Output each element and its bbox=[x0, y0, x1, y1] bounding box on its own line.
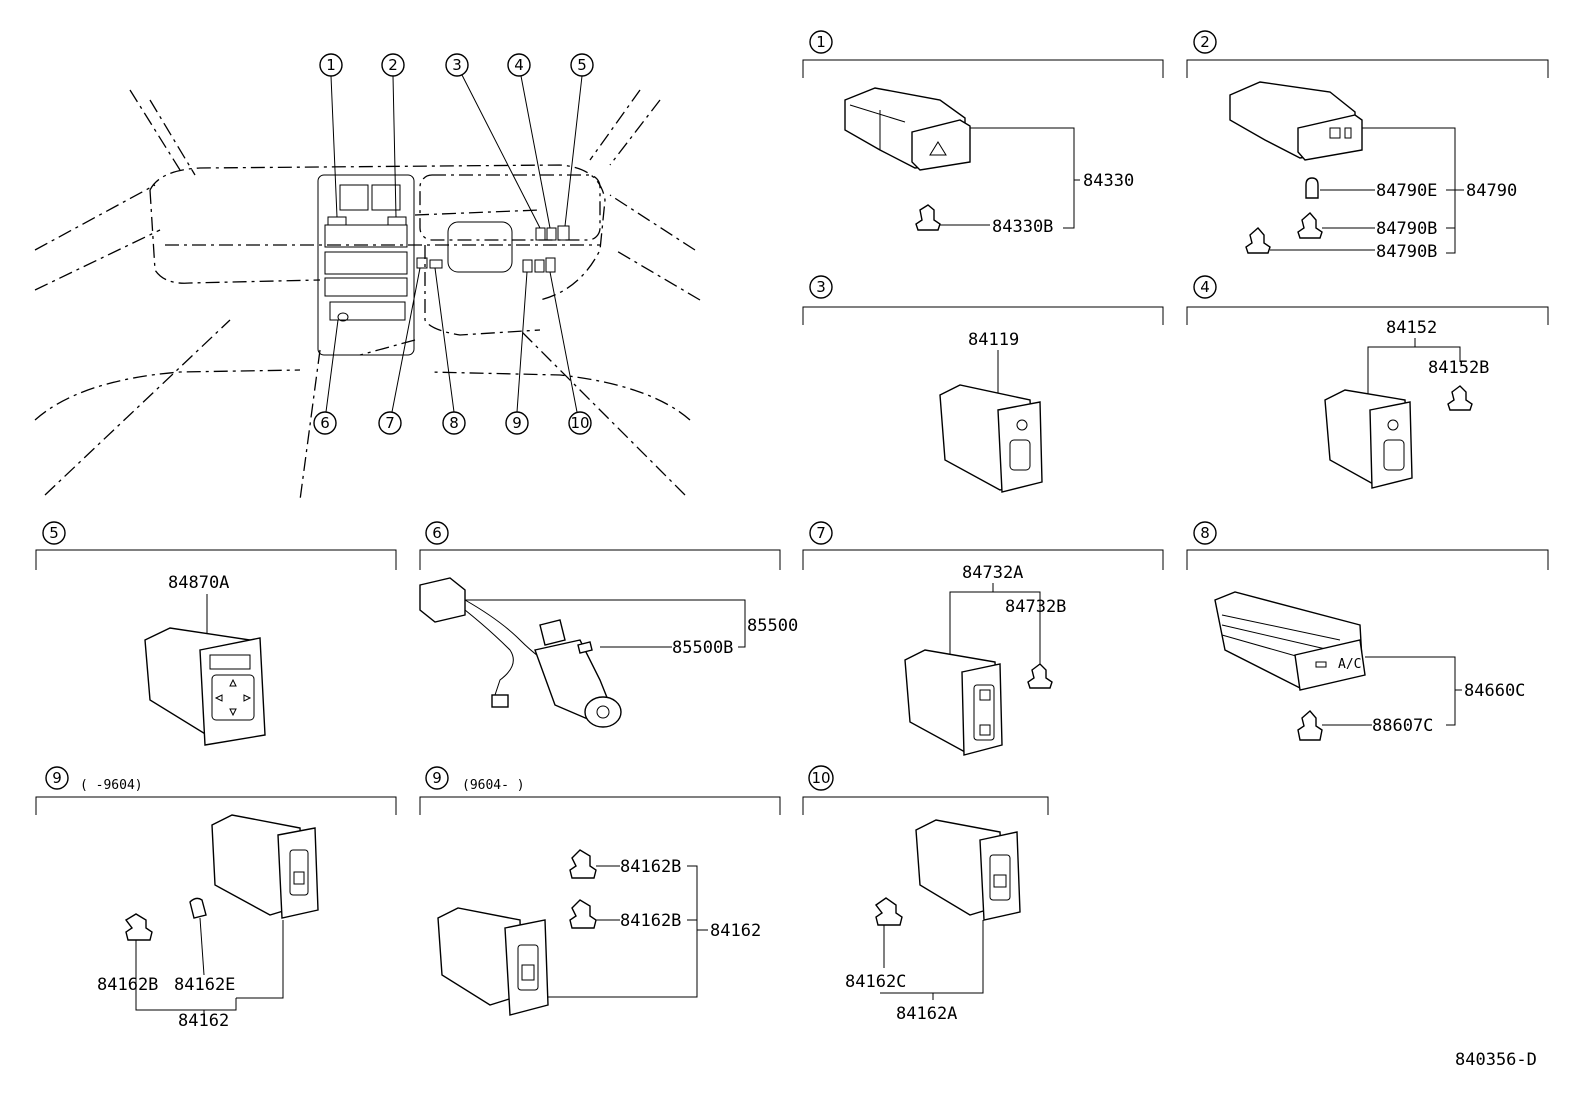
svg-text:1: 1 bbox=[816, 33, 826, 51]
range-label-early: ( -9604) bbox=[80, 778, 143, 793]
part-84732B: 84732B bbox=[1005, 597, 1066, 617]
callout-4: 4 bbox=[514, 56, 524, 74]
section-3: 3 84119 bbox=[802, 275, 1164, 493]
callout-5: 5 bbox=[577, 56, 587, 74]
part-84330: 84330 bbox=[1083, 171, 1134, 191]
section-5: 5 84870A bbox=[35, 521, 397, 746]
part-88607C: 88607C bbox=[1372, 716, 1433, 736]
section-8: 8 A/C 84660C 88607C bbox=[1186, 521, 1549, 741]
part-84330B: 84330B bbox=[992, 217, 1053, 237]
part-85500: 85500 bbox=[747, 616, 798, 636]
part-84162B-1: 84162B bbox=[620, 857, 681, 877]
svg-text:9: 9 bbox=[432, 769, 442, 787]
part-84162A: 84162A bbox=[896, 1004, 957, 1024]
callout-1: 1 bbox=[326, 56, 336, 74]
callout-3: 3 bbox=[452, 56, 462, 74]
svg-text:9: 9 bbox=[52, 769, 62, 787]
callout-6: 6 bbox=[320, 414, 330, 432]
section-6: 6 85500 85500B bbox=[419, 521, 798, 728]
part-84152B: 84152B bbox=[1428, 358, 1489, 378]
part-84790: 84790 bbox=[1466, 181, 1517, 201]
svg-text:3: 3 bbox=[816, 278, 826, 296]
section-7: 7 84732A 84732B bbox=[802, 521, 1164, 756]
part-84162C: 84162C bbox=[845, 972, 906, 992]
part-84162B: 84162B bbox=[97, 975, 158, 995]
section-9-late: 9 (9604- ) 84162B 84162B 84162 bbox=[419, 766, 781, 1016]
part-84732A: 84732A bbox=[962, 563, 1023, 583]
svg-text:10: 10 bbox=[811, 769, 830, 787]
part-85500B: 85500B bbox=[672, 638, 733, 658]
part-84790E: 84790E bbox=[1376, 181, 1437, 201]
section-10: 10 84162C 84162A bbox=[802, 765, 1049, 1024]
part-84162-9a: 84162 bbox=[178, 1011, 229, 1031]
section-2: 2 84790E 84790 84790B 84790B bbox=[1186, 30, 1549, 262]
callout-8: 8 bbox=[449, 414, 459, 432]
svg-text:8: 8 bbox=[1200, 524, 1210, 542]
callout-10: 10 bbox=[570, 414, 589, 432]
part-84870A: 84870A bbox=[168, 573, 229, 593]
svg-text:4: 4 bbox=[1200, 278, 1210, 296]
part-84790B-2: 84790B bbox=[1376, 242, 1437, 262]
part-84162E: 84162E bbox=[174, 975, 235, 995]
svg-text:5: 5 bbox=[49, 524, 59, 542]
part-84660C: 84660C bbox=[1464, 681, 1525, 701]
section-9-early: 9 ( -9604) 84162B 84162E 84162 bbox=[35, 766, 397, 1031]
part-84790B-1: 84790B bbox=[1376, 219, 1437, 239]
part-84162B-2: 84162B bbox=[620, 911, 681, 931]
callout-2: 2 bbox=[388, 56, 398, 74]
ac-label: A/C bbox=[1338, 657, 1361, 672]
callout-7: 7 bbox=[385, 414, 395, 432]
svg-text:2: 2 bbox=[1200, 33, 1210, 51]
svg-text:6: 6 bbox=[432, 524, 442, 542]
part-84162-9b: 84162 bbox=[710, 921, 761, 941]
dashboard-overview: 1 2 3 4 5 6 7 8 9 10 bbox=[34, 53, 701, 501]
range-label-late: (9604- ) bbox=[462, 778, 525, 793]
part-84152: 84152 bbox=[1386, 318, 1437, 338]
svg-text:7: 7 bbox=[816, 524, 826, 542]
section-4: 4 84152 84152B bbox=[1186, 275, 1549, 489]
part-84119: 84119 bbox=[968, 330, 1019, 350]
diagram-code: 840356-D bbox=[1455, 1050, 1537, 1070]
section-1: 1 84330 84330B bbox=[802, 30, 1164, 237]
callout-9: 9 bbox=[512, 414, 522, 432]
